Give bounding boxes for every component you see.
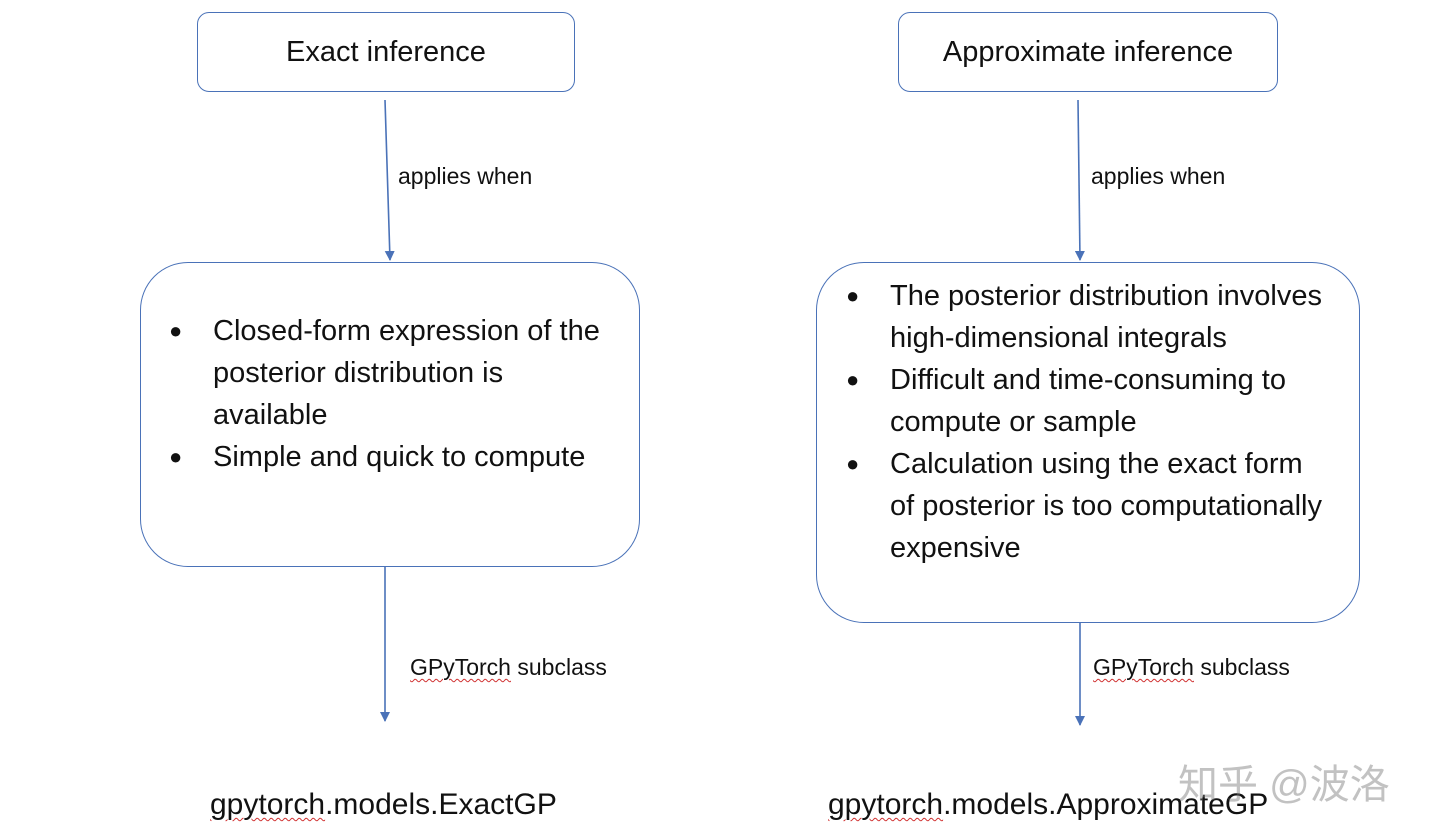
- approximate-condition-item: ● Difficult and time-consuming to comput…: [846, 359, 1326, 443]
- left-subclass-label: GPyTorch subclass: [410, 654, 607, 681]
- approximate-condition-text: Difficult and time-consuming to compute …: [890, 364, 1286, 438]
- approximate-conditions-list: ● The posterior distribution involves hi…: [846, 275, 1326, 569]
- right-subclass-suffix: subclass: [1193, 654, 1290, 680]
- exact-condition-item: ● Closed-form expression of the posterio…: [169, 310, 609, 436]
- bullet-icon: ●: [846, 451, 860, 476]
- exact-inference-box: Exact inference: [197, 12, 575, 92]
- approximate-class-rest: .models.ApproximateGP: [943, 788, 1269, 821]
- approximate-gp-class-name: gpytorch.models.ApproximateGP: [828, 788, 1268, 822]
- right-arrow-title-to-conditions: [1074, 99, 1085, 261]
- right-subclass-word: GPyTorch: [1093, 654, 1194, 680]
- bullet-icon: ●: [169, 444, 183, 469]
- exact-conditions-box: ● Closed-form expression of the posterio…: [140, 262, 640, 567]
- approximate-inference-title: Approximate inference: [942, 35, 1234, 68]
- exact-condition-text: Closed-form expression of the posterior …: [213, 315, 600, 431]
- approximate-class-module-word: gpytorch: [828, 788, 944, 821]
- exact-conditions-list: ● Closed-form expression of the posterio…: [169, 310, 609, 478]
- approximate-condition-text: The posterior distribution involves high…: [890, 280, 1322, 354]
- right-subclass-label: GPyTorch subclass: [1093, 654, 1290, 681]
- left-applies-when-label: applies when: [398, 163, 533, 189]
- right-applies-when-label: applies when: [1091, 163, 1226, 189]
- approximate-inference-box: Approximate inference: [898, 12, 1278, 92]
- left-subclass-suffix: subclass: [510, 654, 607, 680]
- exact-class-rest: .models.ExactGP: [325, 788, 557, 821]
- exact-condition-item: ● Simple and quick to compute: [169, 436, 609, 478]
- exact-gp-class-name: gpytorch.models.ExactGP: [210, 788, 557, 822]
- approximate-conditions-box: ● The posterior distribution involves hi…: [816, 262, 1360, 623]
- zhihu-watermark: 知乎 @波洛: [1178, 763, 1390, 807]
- exact-condition-text: Simple and quick to compute: [213, 441, 586, 473]
- bullet-icon: ●: [846, 283, 860, 308]
- approximate-condition-item: ● Calculation using the exact form of po…: [846, 443, 1326, 569]
- exact-class-module-word: gpytorch: [210, 788, 326, 821]
- left-arrow-title-to-conditions: [384, 99, 395, 261]
- bullet-icon: ●: [846, 367, 860, 392]
- exact-inference-title: Exact inference: [286, 35, 486, 68]
- bullet-icon: ●: [169, 318, 183, 343]
- approximate-condition-item: ● The posterior distribution involves hi…: [846, 275, 1326, 359]
- approximate-condition-text: Calculation using the exact form of post…: [890, 448, 1322, 564]
- left-subclass-word: GPyTorch: [410, 654, 511, 680]
